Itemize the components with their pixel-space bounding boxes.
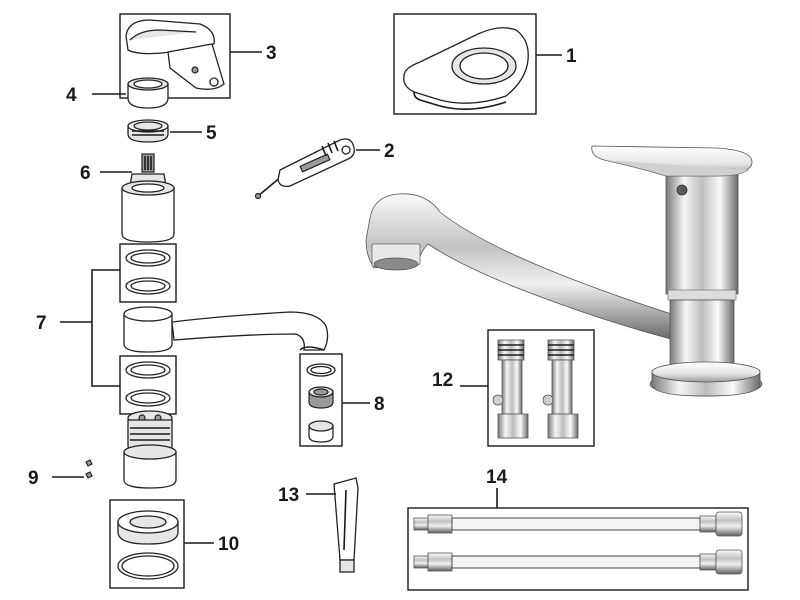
lower-body-connector bbox=[123, 410, 177, 489]
part-14-flexible-hoses bbox=[407, 507, 749, 591]
label-2: 2 bbox=[384, 141, 395, 162]
assembled-mixer-tap bbox=[365, 145, 763, 397]
valve-left bbox=[492, 339, 529, 439]
part-10-base-plate-and-ring bbox=[109, 499, 185, 589]
label-8: 8 bbox=[374, 394, 385, 415]
label-4: 4 bbox=[66, 85, 77, 106]
valve-right bbox=[542, 339, 579, 439]
label-7: 7 bbox=[36, 313, 47, 334]
part-6-cartridge bbox=[121, 153, 175, 243]
label-10: 10 bbox=[218, 534, 239, 555]
part-3-lever-handle bbox=[119, 13, 231, 99]
label-3: 3 bbox=[266, 43, 277, 64]
hose-upper bbox=[413, 511, 743, 537]
label-9: 9 bbox=[28, 468, 39, 489]
label-1: 1 bbox=[566, 46, 577, 67]
hose-lower bbox=[413, 549, 743, 575]
label-14: 14 bbox=[486, 467, 508, 488]
part-7-spout-and-seals bbox=[119, 243, 329, 415]
label-6: 6 bbox=[80, 163, 91, 184]
part-12-isolating-valves bbox=[487, 329, 595, 447]
part-5-threaded-ring bbox=[127, 119, 169, 143]
leader-line-7 bbox=[60, 269, 120, 387]
part-4-cap-ring bbox=[127, 77, 169, 109]
label-13: 13 bbox=[278, 485, 299, 506]
label-12: 12 bbox=[432, 370, 453, 391]
part-2-hex-key-tool bbox=[254, 138, 355, 200]
label-5: 5 bbox=[206, 123, 217, 144]
part-8-aerator bbox=[299, 353, 343, 447]
part-13-sealant-tube bbox=[333, 477, 359, 573]
part-1-escutcheon-plate bbox=[393, 13, 537, 115]
part-9-screws bbox=[85, 459, 93, 479]
